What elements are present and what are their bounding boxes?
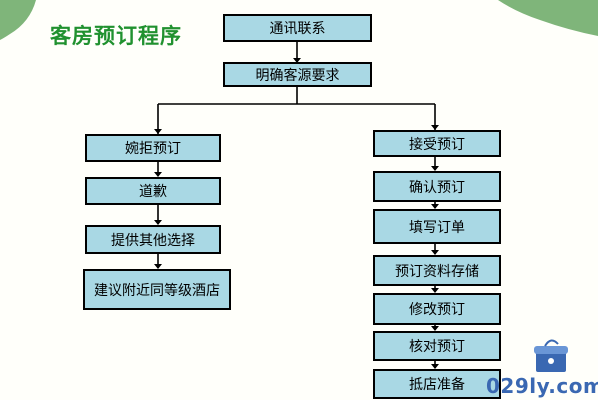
arrowhead [431,204,439,209]
step-offer-alternatives: 提供其他选择 [85,225,221,254]
watermark-text: 029ly.com [486,374,598,398]
arrowhead [431,250,439,255]
step-clarify-requirements: 明确客源要求 [223,62,372,87]
step-confirm-booking: 确认预订 [373,171,501,202]
arrowhead [431,166,439,171]
decor-leaf-top-right [498,0,598,36]
arrowhead [431,326,439,331]
step-suggest-nearby-hotel: 建议附近同等级酒店 [83,269,231,310]
step-store-booking-data: 预订资料存储 [373,255,501,286]
arrowhead [154,264,162,269]
watermark-logo [534,339,568,372]
step-apologize: 道歉 [85,177,221,205]
arrowhead [154,129,162,134]
arrowhead [154,172,162,177]
arrowhead [293,58,301,63]
step-contact: 通讯联系 [223,14,372,42]
step-modify-booking: 修改预订 [373,293,501,325]
step-fill-order: 填写订单 [373,209,501,244]
step-verify-booking: 核对预订 [373,331,501,361]
step-accept-booking: 接受预订 [373,130,501,157]
step-arrival-preparation: 抵店准备 [373,369,501,399]
decor-leaf-top-left [0,0,36,40]
arrowhead [431,364,439,369]
arrowhead [431,288,439,293]
diagram-title: 客房预订程序 [50,24,182,48]
arrowhead [154,220,162,225]
arrowhead [431,125,439,130]
step-decline-booking: 婉拒预订 [85,134,221,162]
